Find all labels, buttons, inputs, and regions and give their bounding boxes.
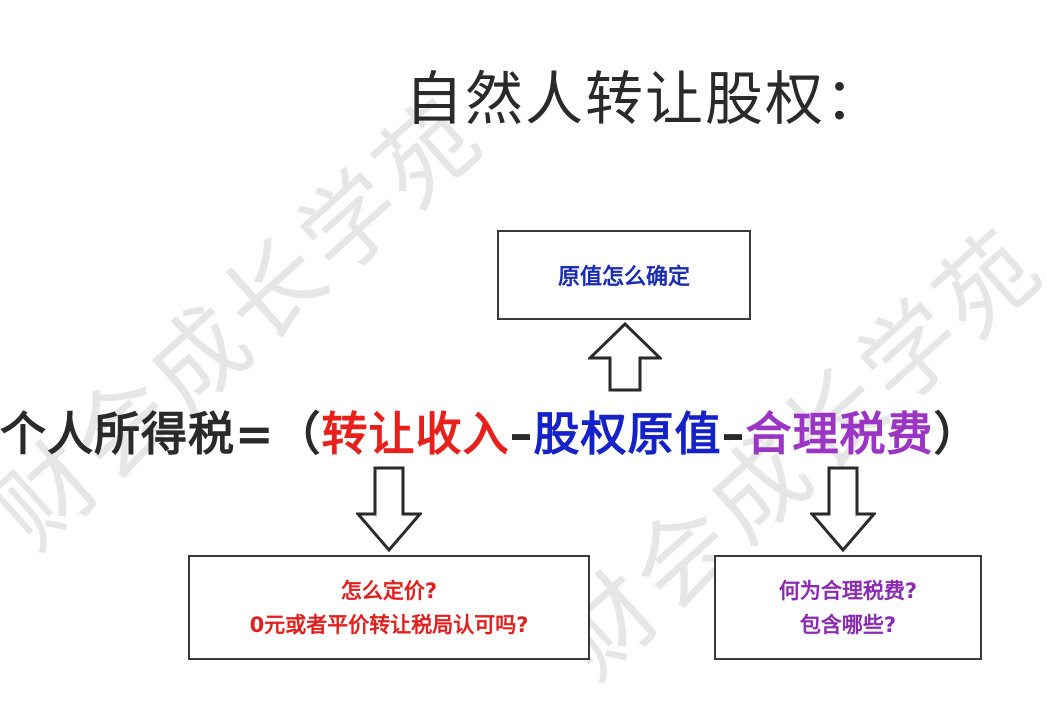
box-pricing: 怎么定价? 0元或者平价转让税局认可吗?	[188, 555, 590, 660]
diagram-title: 自然人转让股权：	[405, 65, 886, 133]
box-reasonable-taxes-line2: 包含哪些?	[799, 612, 897, 637]
box-reasonable-taxes-line1: 何为合理税费?	[778, 578, 918, 603]
arrow-up-icon	[588, 322, 662, 392]
tax-formula: 个人所得税=（转让收入–股权原值–合理税费）	[0, 398, 981, 464]
formula-suffix: ）	[933, 407, 981, 461]
formula-transfer-income: 转让收入	[321, 407, 510, 461]
formula-prefix: 个人所得税=（	[0, 407, 322, 461]
formula-minus-1: –	[509, 407, 534, 461]
box-reasonable-taxes: 何为合理税费? 包含哪些?	[714, 555, 982, 660]
arrow-down-left-icon	[356, 466, 422, 552]
box-original-value: 原值怎么确定	[497, 230, 751, 320]
box-original-value-text: 原值怎么确定	[557, 265, 690, 290]
formula-reasonable-taxes: 合理税费	[745, 407, 934, 461]
formula-minus-2: –	[721, 407, 746, 461]
box-pricing-line1: 怎么定价?	[340, 578, 438, 603]
watermark-left: 财会成长学苑	[0, 76, 505, 570]
box-pricing-line2: 0元或者平价转让税局认可吗?	[249, 612, 529, 637]
formula-equity-original-value: 股权原值	[533, 407, 722, 461]
arrow-down-right-icon	[810, 466, 876, 552]
